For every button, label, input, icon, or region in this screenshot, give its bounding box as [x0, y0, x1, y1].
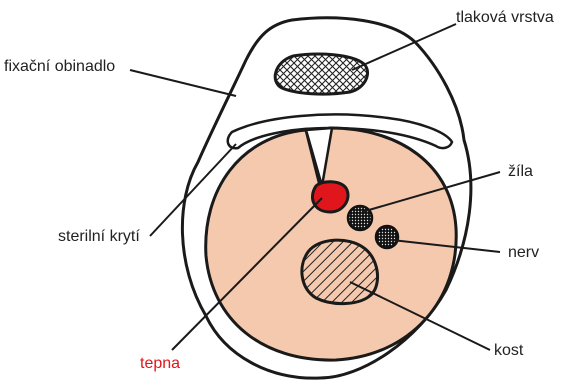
label-pressure-layer: tlaková vrstva — [456, 9, 554, 26]
label-nerve: nerv — [508, 244, 539, 261]
artery — [312, 182, 348, 212]
nerve — [376, 226, 398, 248]
bone — [302, 240, 378, 303]
pressure-layer-pad — [275, 54, 367, 94]
label-fixation-bandage: fixační obinadlo — [4, 58, 115, 75]
label-vein: žíla — [508, 163, 533, 180]
label-artery: tepna — [140, 355, 180, 372]
leader-fixation-bandage — [130, 70, 236, 96]
label-sterile-cover: sterilní krytí — [58, 228, 140, 245]
label-bone: kost — [494, 342, 524, 359]
